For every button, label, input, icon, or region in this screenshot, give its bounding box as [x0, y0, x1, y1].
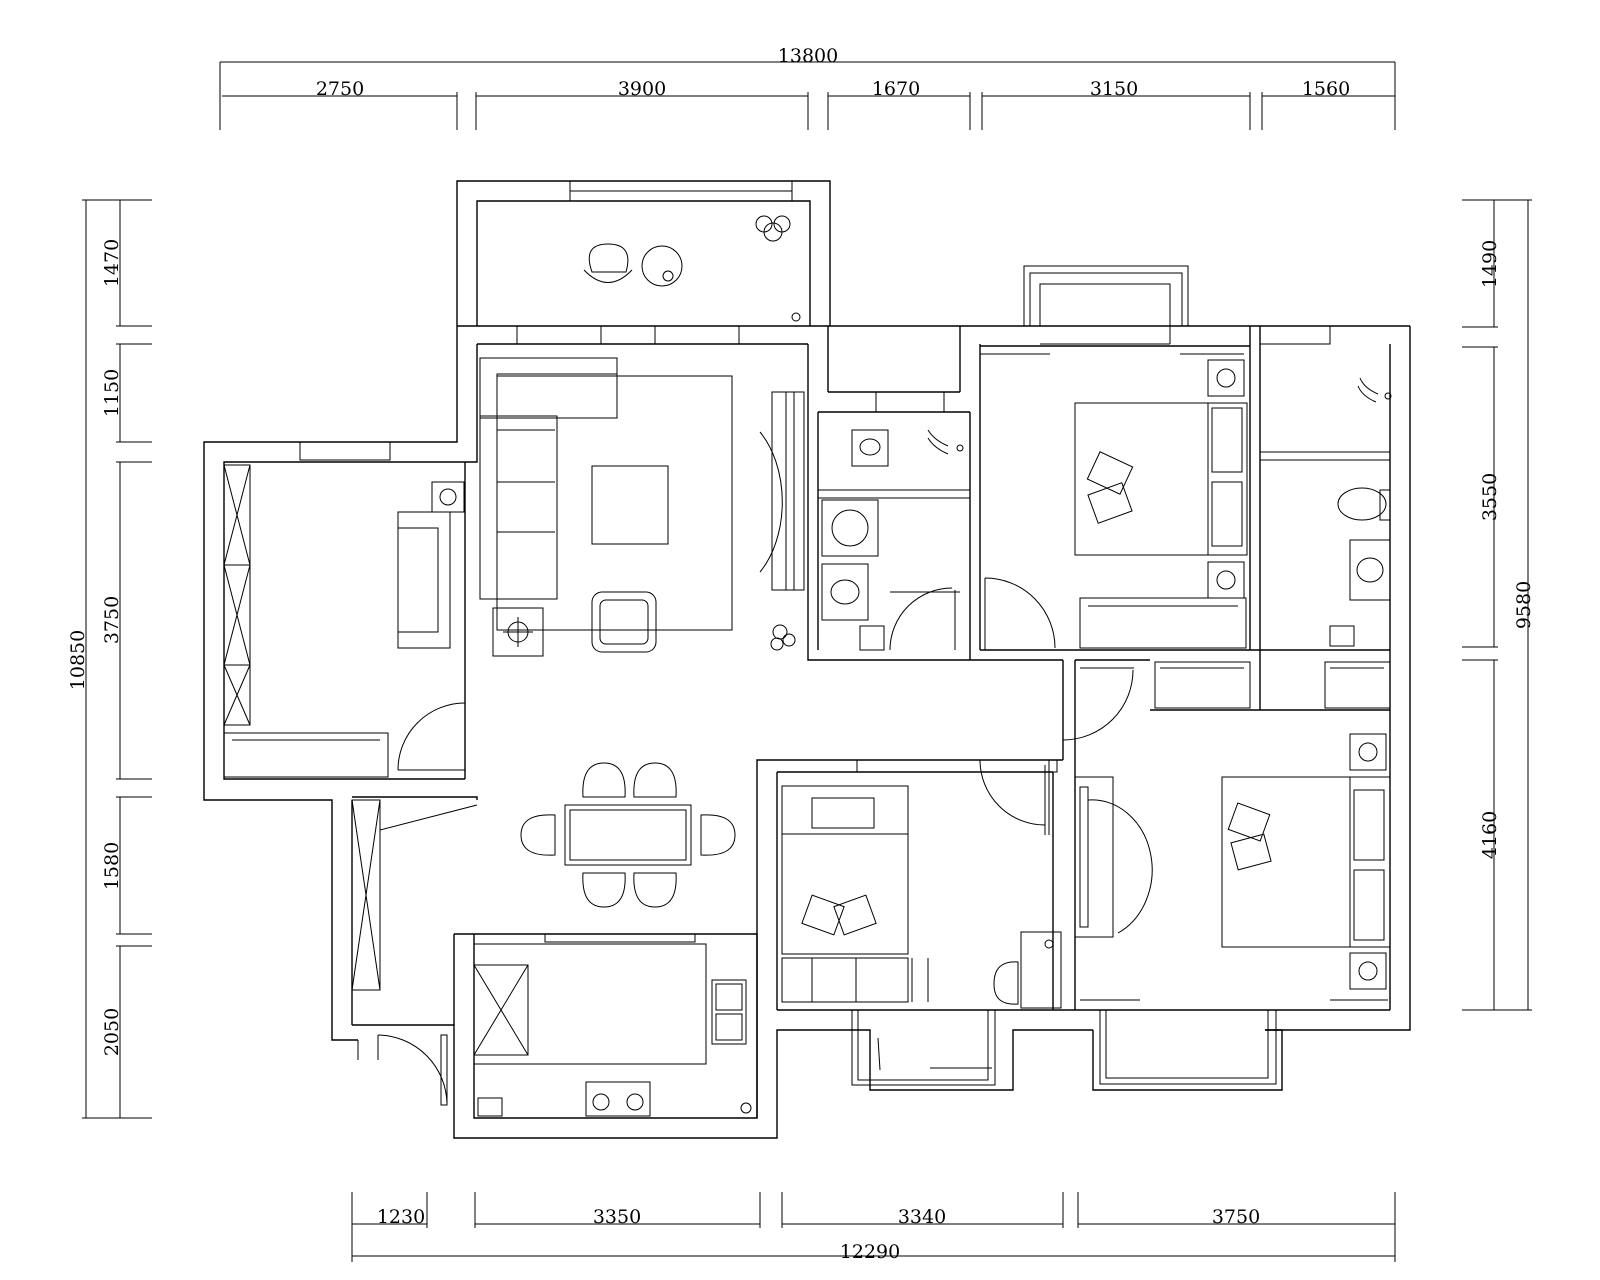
closet-rail: [1079, 597, 1247, 649]
balcony-furniture: [583, 243, 801, 322]
shower-icon: [1357, 377, 1392, 403]
exterior-walls: [203, 180, 1411, 1139]
top-dimension-5: 1560: [1302, 78, 1350, 100]
lamp-icon: [1207, 561, 1245, 599]
left-dimension-5: 2050: [101, 1008, 123, 1056]
lamp-icon: [431, 481, 465, 513]
sofa: [479, 357, 618, 600]
coffee-table: [591, 465, 669, 545]
closet-rail: [223, 732, 389, 778]
closet-rail: [1154, 661, 1251, 709]
top-dimension-2: 3900: [618, 78, 666, 100]
dishwasher-icon: [477, 1097, 503, 1117]
bottom-dimension-4: 3750: [1212, 1206, 1260, 1228]
drain-icon: [740, 1102, 752, 1114]
plant-icon: [770, 624, 796, 651]
kitchen-counter: [473, 943, 707, 1065]
sink-icon: [711, 979, 747, 1045]
shoe-cabinet: [351, 799, 478, 991]
interior-walls: [299, 325, 1390, 1118]
washbasin-icon: [821, 563, 869, 621]
left-total-dimension: 10850: [67, 630, 89, 690]
bed: [1074, 402, 1248, 556]
ladder-icon: [911, 958, 929, 1002]
floor-drain-icon: [1329, 625, 1355, 647]
left-dimension-1: 1470: [101, 239, 123, 287]
armchair: [591, 591, 657, 653]
top-dimension-1: 2750: [316, 78, 364, 100]
washing-machine-icon: [821, 499, 879, 557]
fridge-icon: [473, 964, 529, 1056]
lamp-icon: [1207, 359, 1245, 397]
right-dimension-1: 1490: [1479, 240, 1501, 288]
left-dimension-4: 1580: [101, 842, 123, 890]
wardrobe: [223, 464, 251, 726]
bed: [1221, 776, 1391, 948]
bed: [781, 785, 909, 955]
living-rug: [496, 375, 733, 631]
bottom-dimension-1: 1230: [377, 1206, 425, 1228]
curtain-track: [877, 1037, 881, 1071]
top-dimension-lines: [219, 61, 1396, 130]
top-dimension-3: 1670: [872, 78, 920, 100]
right-dimension-3: 4160: [1479, 811, 1501, 859]
bottom-dimension-2: 3350: [593, 1206, 641, 1228]
sofa-bed: [397, 511, 451, 649]
dining-chairs: [520, 762, 736, 908]
bookshelf: [781, 957, 909, 1003]
pillow-icon: [801, 797, 877, 936]
lamp-icon: [1349, 733, 1387, 771]
desk-chair: [993, 961, 1019, 1005]
pillow-icon: [1227, 802, 1272, 871]
top-total-dimension: 13800: [778, 45, 838, 67]
left-dimension-2: 1150: [101, 369, 123, 417]
lamp-icon: [1349, 952, 1387, 990]
desk: [1020, 931, 1062, 1009]
left-dimension-3: 3750: [101, 596, 123, 644]
pillow-icon: [1086, 451, 1134, 524]
shower-icon: [927, 429, 964, 455]
bottom-dimension-3: 3340: [898, 1206, 946, 1228]
washbasin-icon: [1349, 539, 1391, 601]
dining-table: [564, 804, 692, 866]
stove-icon: [585, 1081, 651, 1117]
toilet-icon: [851, 429, 889, 467]
lamp-icon: [492, 607, 544, 657]
right-total-dimension: 9580: [1513, 581, 1535, 629]
top-dimension-4: 3150: [1090, 78, 1138, 100]
right-dimension-2: 3550: [1479, 473, 1501, 521]
left-dimension-lines: [82, 199, 152, 1119]
closet-rail: [1324, 661, 1391, 709]
right-dimension-lines: [1462, 199, 1532, 1011]
bottom-total-dimension: 12290: [840, 1241, 900, 1263]
floor-drain-icon: [859, 625, 885, 651]
toilet-icon: [1337, 487, 1391, 521]
doors: [357, 391, 1153, 1106]
plant-icon: [755, 215, 791, 242]
bottom-dimension-lines: [351, 1192, 1396, 1262]
